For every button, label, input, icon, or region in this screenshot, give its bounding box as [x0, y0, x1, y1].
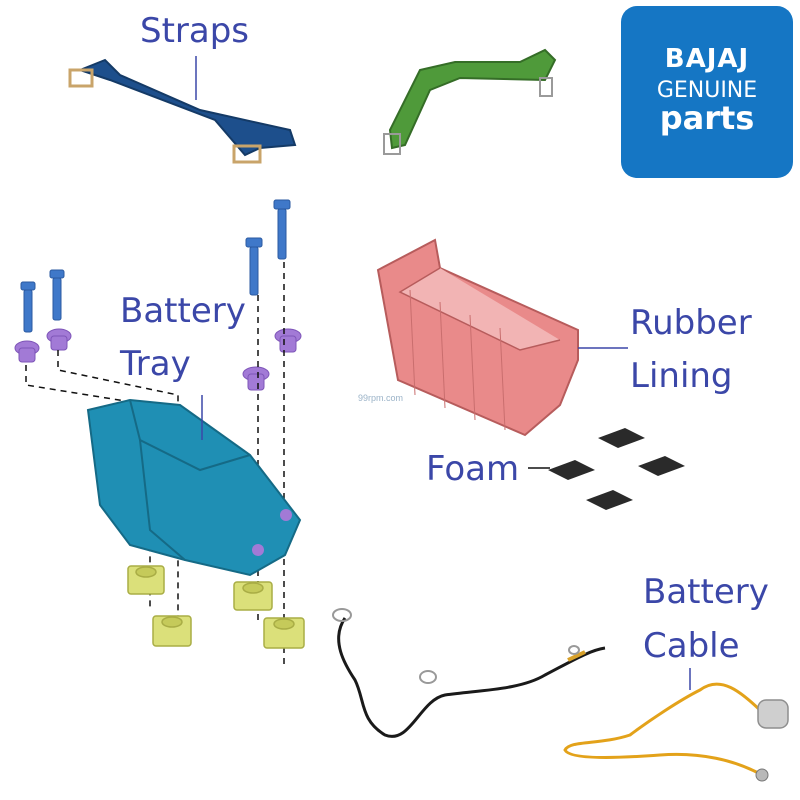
label-rubber-lining-line1: Rubber — [630, 303, 752, 343]
label-straps: Straps — [140, 11, 250, 51]
label-battery-cable-line1: Battery — [643, 572, 769, 612]
strap-green — [383, 48, 557, 155]
label-battery-cable-line2: Cable — [643, 626, 740, 666]
bajaj-genuine-parts-logo: BAJAJ GENUINE parts — [621, 6, 793, 178]
watermark: 99rpm.com — [358, 393, 404, 403]
battery-cable — [563, 682, 789, 782]
label-battery-tray-line2: Tray — [120, 344, 191, 384]
logo-parts: parts — [659, 99, 755, 137]
logo-genuine: GENUINE — [656, 78, 758, 103]
rubber-lining — [376, 238, 579, 437]
label-foam: Foam — [426, 449, 520, 489]
strap-blue — [68, 58, 297, 164]
bolts — [20, 199, 291, 333]
label-battery-tray-line1: Battery — [120, 291, 246, 331]
battery-tray — [86, 398, 302, 577]
foam-pads — [548, 428, 685, 510]
rubber-mounts — [127, 565, 305, 649]
black-cable — [332, 608, 606, 738]
logo-brand: BAJAJ — [664, 44, 750, 74]
label-rubber-lining-line2: Lining — [630, 356, 733, 396]
